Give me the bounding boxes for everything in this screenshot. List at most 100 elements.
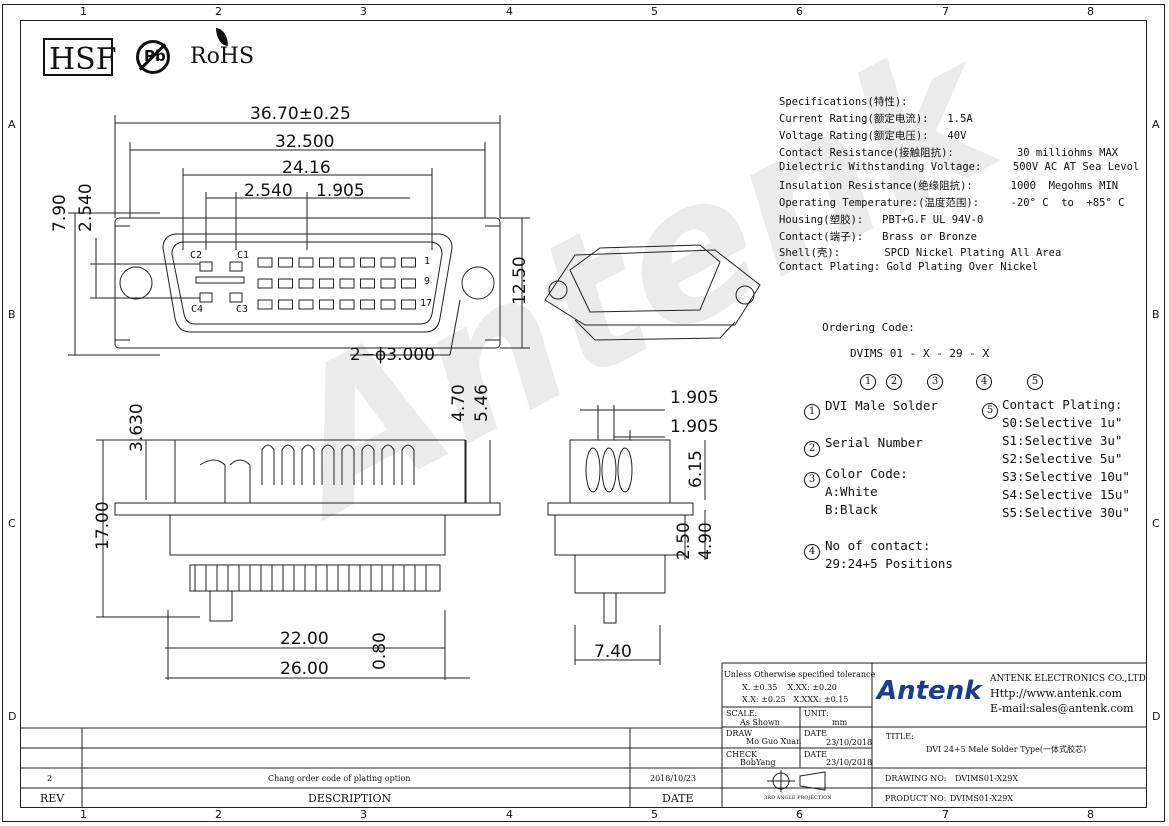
plating-s2: S2:Selective 5u" — [1002, 451, 1123, 466]
contact-pin — [319, 278, 334, 289]
contact-pin — [257, 278, 273, 289]
dim-shell-width: 24.16 — [282, 158, 331, 178]
draw-date-label: DATE — [804, 729, 827, 738]
dim-080: 0.80 — [370, 632, 390, 670]
zone-bottom-5: 5 — [651, 808, 658, 821]
company-website[interactable]: Http://www.antenk.com — [990, 687, 1123, 700]
title-block-lines — [20, 662, 1147, 808]
zone-left-b: B — [8, 308, 16, 321]
ordering-title: Ordering Code: — [822, 321, 915, 334]
analog-pin — [199, 261, 213, 272]
rev-description: Chang order code of plating option — [268, 774, 411, 783]
contact-pin — [380, 299, 396, 310]
option-3-marker: 3 — [804, 467, 820, 488]
pin-label-17: 17 — [420, 298, 433, 309]
spec-current: Current Rating(额定电流): 1.5A — [779, 113, 973, 125]
spec-contact: Contact(端子): Brass or Bronze — [779, 231, 978, 243]
contact-finger — [301, 444, 315, 485]
contact-pin — [360, 278, 375, 289]
dim-pitch-b: 1.905 — [316, 181, 365, 201]
ordering-marker-4: 4 — [976, 369, 992, 390]
dim-3630: 3.630 — [127, 403, 147, 452]
drawing-title: DVI 24+5 Male Solder Type(一体式胶芯) — [926, 745, 1087, 754]
company-name: ANTENK ELECTRONICS CO.,LTD — [990, 674, 1146, 684]
zone-bottom-2: 2 — [215, 808, 222, 821]
zone-top-8: 8 — [1087, 5, 1094, 18]
contact-pin — [257, 299, 273, 310]
dim-side-1905-b: 1.905 — [670, 417, 719, 437]
option-3: Color Code: — [825, 466, 908, 481]
plating-s4: S4:Selective 15u" — [1002, 487, 1130, 502]
zone-right-b: B — [1152, 308, 1160, 321]
zone-top-6: 6 — [796, 5, 803, 18]
option-2-marker: 2 — [804, 436, 820, 457]
description-header: DESCRIPTION — [308, 792, 392, 805]
product-no-label: PRODUCT NO: — [885, 794, 947, 803]
contact-finger — [261, 444, 275, 485]
zone-top-3: 3 — [360, 5, 367, 18]
option-4-marker: 4 — [804, 539, 820, 560]
antenk-logo: Antenk — [877, 676, 982, 706]
contact-pin — [401, 257, 416, 268]
option-1-marker: 1 — [804, 399, 820, 420]
zone-top-2: 2 — [215, 5, 222, 18]
spec-shell: Shell(壳): SPCD Nickel Plating All Area — [779, 247, 1062, 259]
option-1: DVI Male Solder — [825, 398, 938, 413]
dim-740: 7.40 — [594, 642, 632, 662]
zone-top-5: 5 — [651, 5, 658, 18]
rev-number: 2 — [47, 774, 53, 783]
dim-overall-width: 36.70±0.25 — [250, 104, 351, 124]
contact-pin — [380, 278, 396, 289]
company-email[interactable]: E-mail:sales@antenk.com — [990, 702, 1134, 715]
zone-top-4: 4 — [506, 5, 513, 18]
tolerance-row-2: X.X: ±0.25 X.XXX: ±0.15 — [742, 695, 849, 704]
zone-bottom-4: 4 — [506, 808, 513, 821]
zone-top-1: 1 — [80, 5, 87, 18]
contact-finger-side — [601, 447, 617, 493]
zone-bottom-8: 8 — [1087, 808, 1094, 821]
contact-pin — [278, 257, 293, 268]
scale-label: SCALE: — [726, 709, 758, 718]
dim-790: 7.90 — [50, 194, 70, 232]
spec-housing: Housing(塑胶): PBT+G.F UL 94V-0 — [779, 214, 984, 226]
unit-value: mm — [832, 718, 848, 727]
plating-s0: S0:Selective 1u" — [1002, 415, 1123, 430]
option-5-marker: 5 — [982, 398, 998, 419]
dim-hole-dia: 2−ϕ3.000 — [350, 345, 435, 365]
contact-finger — [401, 444, 415, 485]
contact-finger — [321, 444, 335, 485]
spec-contact-resistance: Contact Resistance(接触阻抗): 30 milliohms M… — [779, 147, 1119, 159]
contact-finger — [341, 444, 355, 485]
zone-bottom-6: 6 — [796, 808, 803, 821]
contact-pin — [360, 257, 375, 268]
dim-2600: 26.00 — [280, 659, 329, 679]
dim-2200: 22.00 — [280, 629, 329, 649]
pb-free-icon: Pb — [136, 40, 170, 74]
contact-finger-side — [585, 447, 601, 493]
title-label: TITLE: — [886, 732, 914, 741]
drawing-frame — [2, 4, 1165, 822]
contact-pin — [339, 257, 355, 268]
dim-1700: 17.00 — [93, 501, 113, 550]
contact-pin — [401, 278, 416, 289]
spec-dielectric: Dielectric Withstanding Voltage: 500V AC… — [779, 161, 1140, 173]
isometric-view — [544, 244, 761, 341]
plating-s5: S5:Selective 30u" — [1002, 505, 1130, 520]
zone-bottom-3: 3 — [360, 808, 367, 821]
dim-2540-vert: 2.540 — [76, 183, 96, 232]
dim-hole-spacing: 32.500 — [275, 132, 335, 152]
unit-label: UNIT: — [804, 709, 829, 718]
dim-pitch-a: 2.540 — [244, 181, 293, 201]
option-5: Contact Plating: — [1002, 397, 1123, 412]
check-label: CHECK — [726, 750, 758, 759]
rev-date: 2018/10/23 — [650, 774, 697, 783]
ordering-code-string: DVIMS 01 - X - 29 - X — [850, 347, 990, 360]
projection-label: 3RD ANGLE PROJECTION — [764, 795, 832, 801]
check-date: 23/10/2018 — [826, 758, 873, 767]
contact-pin — [319, 299, 334, 310]
drawing-border — [20, 20, 1147, 808]
contact-pin — [339, 299, 355, 310]
spec-insulation: Insulation Resistance(绝缘阻抗): 1000 Megohm… — [779, 180, 1119, 192]
zone-right-c: C — [1152, 517, 1160, 530]
